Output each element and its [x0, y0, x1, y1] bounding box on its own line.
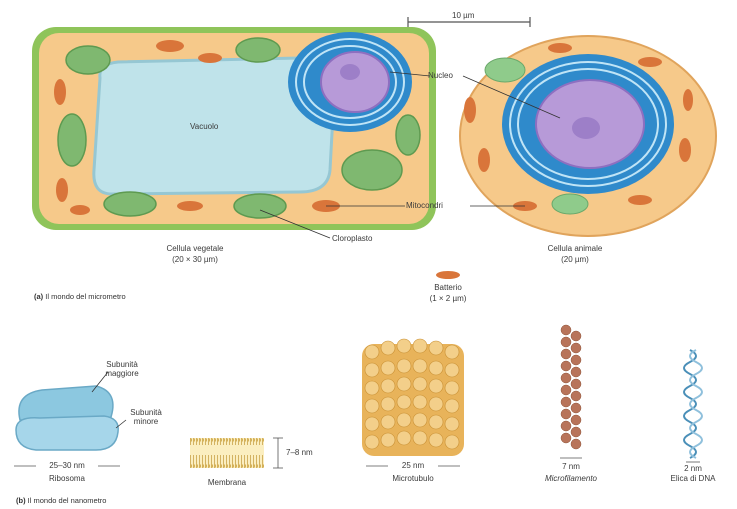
microtubule-graphic	[362, 339, 464, 466]
membrane-graphic	[190, 438, 283, 468]
bacterium-size: (1 × 2 µm)	[410, 294, 486, 303]
nucleus-label: Nucleo	[428, 71, 453, 80]
dna-name: Elica di DNA	[656, 474, 730, 483]
section-a-letter: (a)	[34, 292, 43, 301]
chloroplast-label: Cloroplasto	[332, 234, 372, 243]
microfilament-size: 7 nm	[546, 462, 596, 471]
section-b-caption: (b) Il mondo del nanometro	[16, 496, 106, 505]
section-b-letter: (b)	[16, 496, 26, 505]
plant-cell	[32, 27, 436, 230]
scale-bar-label: 10 µm	[452, 11, 474, 20]
microfilament-name: Microfilamento	[520, 474, 622, 483]
mitochondria-label: Mitocondri	[406, 201, 443, 210]
plant-cell-size: (20 × 30 µm)	[150, 255, 240, 264]
microfilament-graphic	[560, 325, 582, 458]
animal-cell-title: Cellula animale	[530, 244, 620, 253]
vacuole-label: Vacuolo	[190, 122, 218, 131]
section-b-text: Il mondo del nanometro	[28, 496, 107, 505]
bacterium-title: Batterio	[410, 283, 486, 292]
dna-helix-graphic	[684, 350, 702, 462]
membrane-name: Membrana	[190, 478, 264, 487]
dna-size: 2 nm	[668, 464, 718, 473]
plant-cell-title: Cellula vegetale	[150, 244, 240, 253]
plant-nucleus	[288, 32, 412, 132]
microtubule-size: 25 nm	[388, 461, 438, 470]
membrane-size: 7–8 nm	[286, 448, 313, 457]
microtubule-name: Microtubulo	[366, 474, 460, 483]
ribosome-size: 25–30 nm	[36, 461, 98, 470]
ribosome-small-subunit-label: Subunità minore	[124, 408, 168, 426]
ribosome-large-subunit-label: Subunità maggiore	[100, 360, 144, 378]
ribosome-name: Ribosoma	[24, 474, 110, 483]
bacterium	[436, 271, 460, 279]
ribosome	[14, 372, 126, 466]
section-a-caption: (a) Il mondo del micrometro	[34, 292, 126, 301]
section-a-text: Il mondo del micrometro	[45, 292, 125, 301]
animal-cell-size: (20 µm)	[530, 255, 620, 264]
